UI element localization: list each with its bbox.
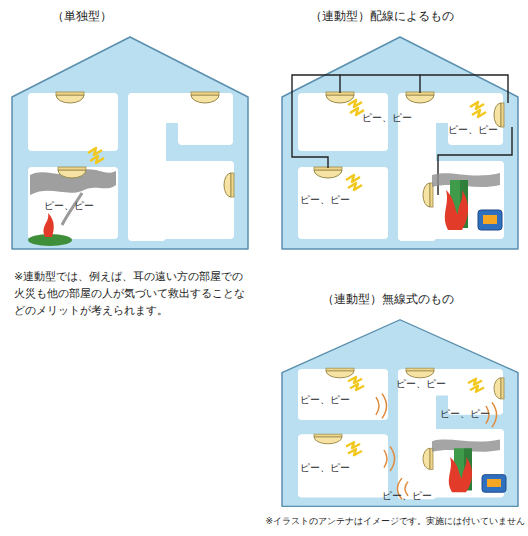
house-panel: （単独型） xyxy=(10,35,250,250)
house-panel: （連動型）配線によるもの xyxy=(280,35,520,250)
alarm-sound-label: ピー、ピー xyxy=(396,378,446,390)
alarm-sound-label: ピー、ピー xyxy=(300,394,350,406)
alarm-sound-label: ピー、ピー xyxy=(382,490,432,502)
alarm-sound-label: ピー、ピー xyxy=(44,200,94,212)
alarm-sound-label: ピー、ピー xyxy=(448,124,498,136)
note-text: ※連動型では、例えば、耳の遠い方の部屋での火災も他の部屋の人が気づいて救出するこ… xyxy=(14,268,254,319)
alarm-sound-label: ピー、ピー xyxy=(300,194,350,206)
alarm-sound-label: ピー、ピー xyxy=(300,462,350,474)
note-text: ※イラストのアンテナはイメージです。実施には付いていません xyxy=(265,516,525,527)
panel-heading: （単独型） xyxy=(52,8,112,25)
alarm-sound-label: ピー、ピー xyxy=(440,408,490,420)
panel-heading: （連動型）無線式のもの xyxy=(322,291,454,308)
alarm-sound-label: ピー、ピー xyxy=(362,112,412,124)
panel-heading: （連動型）配線によるもの xyxy=(310,8,454,25)
